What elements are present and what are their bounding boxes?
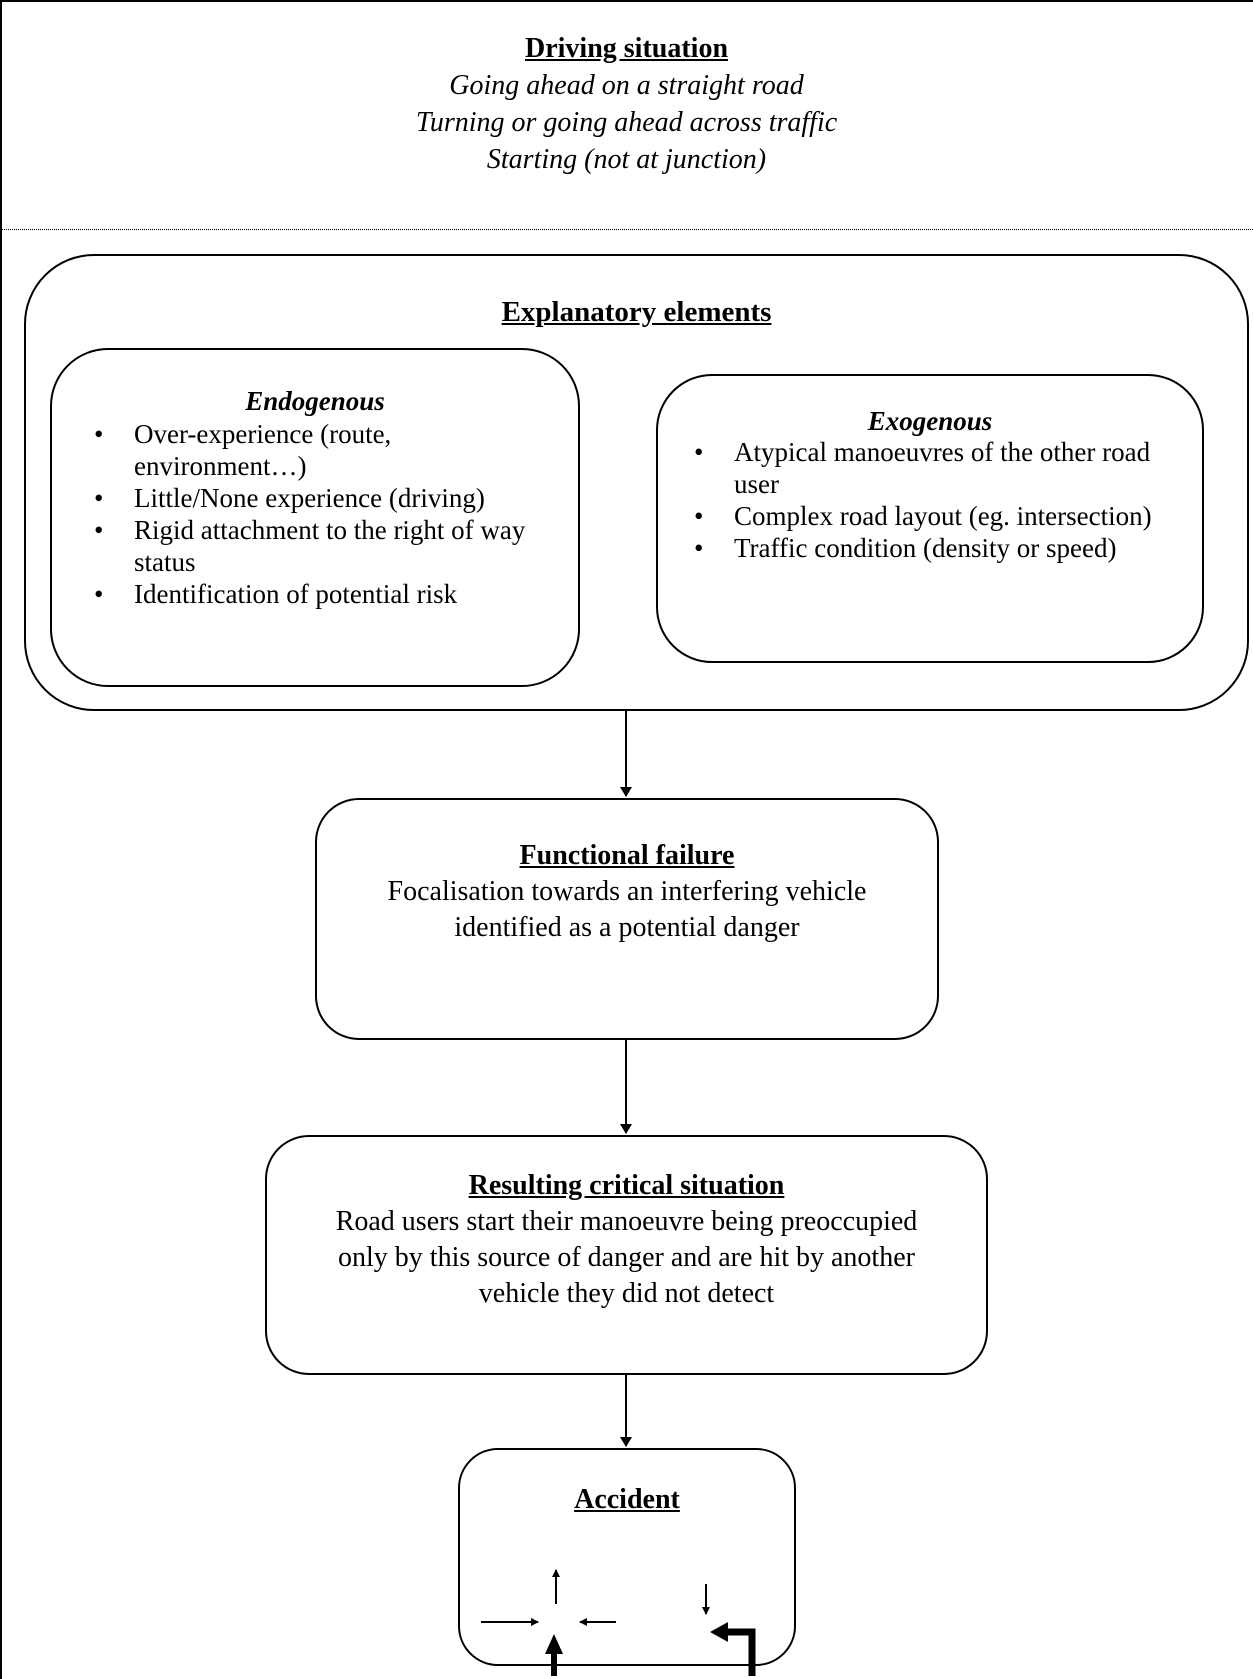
driving-situation-line: Going ahead on a straight road bbox=[449, 70, 804, 101]
accident-title: Accident bbox=[574, 1484, 680, 1515]
junction-arrows-icon bbox=[481, 1569, 710, 1676]
driving-situation-title: Driving situation bbox=[524, 33, 729, 64]
list-item: Little/None experience (driving) bbox=[86, 482, 546, 514]
exogenous-title: Exogenous bbox=[867, 406, 993, 436]
functional-failure: Functional failure Focalisation towards … bbox=[315, 838, 939, 946]
list-item: Identification of potential risk bbox=[86, 578, 546, 610]
driving-situation: Driving situation Going ahead on a strai… bbox=[0, 30, 1253, 178]
frame-left-border bbox=[0, 0, 2, 1679]
frame-top-border bbox=[0, 0, 1253, 2]
endogenous-title: Endogenous bbox=[245, 386, 385, 416]
list-item: Over-experience (route, environment…) bbox=[86, 418, 546, 482]
list-item: Atypical manoeuvres of the other road us… bbox=[686, 436, 1186, 500]
critical-situation-box bbox=[265, 1135, 988, 1375]
functional-failure-title: Functional failure bbox=[519, 840, 735, 871]
exogenous-list: Atypical manoeuvres of the other road us… bbox=[686, 436, 1186, 564]
list-item: Rigid attachment to the right of way sta… bbox=[86, 514, 546, 578]
section-divider bbox=[0, 229, 1253, 230]
endogenous-list: Over-experience (route, environment…) Li… bbox=[86, 418, 546, 610]
list-item: Traffic condition (density or speed) bbox=[686, 532, 1186, 564]
functional-failure-box bbox=[315, 798, 939, 1040]
driving-situation-line: Starting (not at junction) bbox=[486, 144, 767, 175]
explanatory-elements-title: Explanatory elements bbox=[501, 296, 772, 328]
functional-failure-text: Focalisation towards an interfering vehi… bbox=[387, 876, 867, 943]
critical-situation-title: Resulting critical situation bbox=[468, 1170, 785, 1201]
accident-box bbox=[458, 1448, 796, 1666]
critical-situation-text: Road users start their manoeuvre being p… bbox=[335, 1206, 918, 1309]
driving-situation-line: Turning or going ahead across traffic bbox=[415, 107, 838, 138]
left-turn-arrow-icon bbox=[710, 1622, 756, 1676]
list-item: Complex road layout (eg. intersection) bbox=[686, 500, 1186, 532]
critical-situation: Resulting critical situation Road users … bbox=[265, 1168, 988, 1312]
